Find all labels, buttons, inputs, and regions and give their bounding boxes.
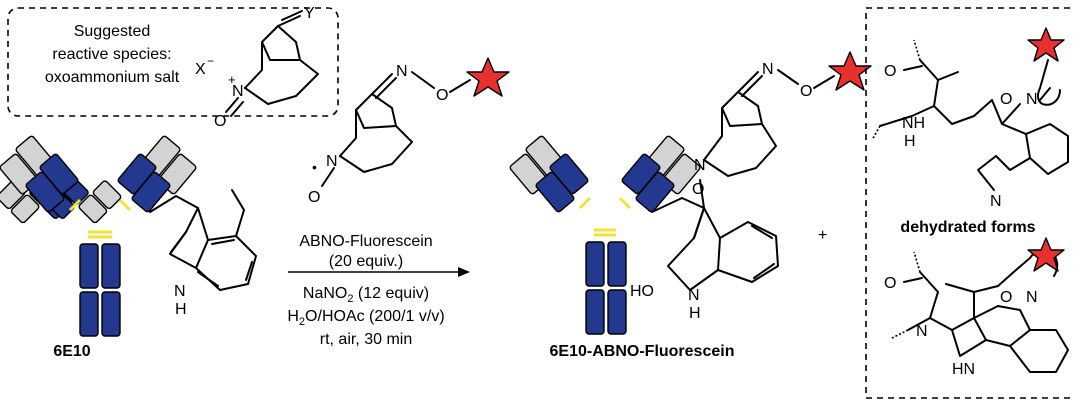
conditions-line3: NaNO2 (12 equiv) bbox=[303, 285, 429, 305]
reactive-species-box-border bbox=[7, 7, 339, 117]
product-oxime-n: N bbox=[762, 61, 774, 78]
product-ho: HO bbox=[630, 283, 654, 300]
top-form-link-n: N bbox=[1026, 91, 1038, 108]
reactive-species-box: Suggested reactive species: oxoammonium … bbox=[7, 5, 339, 130]
product-indoline-n: N bbox=[688, 287, 700, 304]
oxoammonium-n: N bbox=[232, 83, 244, 100]
reactive-species-line3: oxoammonium salt bbox=[45, 69, 180, 86]
product-fluorophore-star bbox=[828, 51, 872, 91]
reagent-fluorophore-star bbox=[466, 57, 510, 97]
bottom-form-ring-n: N bbox=[916, 323, 928, 340]
cation-charge: + bbox=[228, 72, 236, 87]
antibody-6e10-arms bbox=[0, 135, 197, 213]
dehydrated-forms-box-border bbox=[865, 7, 1070, 399]
conditions-line1: ABNO-Fluorescein bbox=[299, 233, 432, 250]
reagent-radical-dot: • bbox=[312, 159, 317, 175]
abno-reagent bbox=[321, 71, 471, 187]
reaction-arrow-head bbox=[458, 267, 470, 277]
dehydrated-forms-box: O NH H O N N dehydrated forms O N O N HN bbox=[865, 7, 1070, 399]
top-form-indolenine-n: N bbox=[990, 193, 1002, 210]
reactive-species-line2: reactive species: bbox=[52, 46, 171, 63]
bottom-form-hn: HN bbox=[952, 361, 975, 378]
dehydrated-forms-label: dehydrated forms bbox=[900, 219, 1035, 236]
oxoammonium-o: O bbox=[214, 113, 226, 130]
anion-x: X bbox=[195, 61, 206, 78]
reagent-ring-o: O bbox=[308, 189, 320, 206]
indole-h: H bbox=[175, 301, 187, 318]
product-antibody bbox=[509, 135, 701, 335]
top-form-star bbox=[1027, 27, 1065, 62]
reactive-species-line1: Suggested bbox=[74, 23, 151, 40]
bottom-form-carbonyl-o: O bbox=[884, 275, 896, 292]
top-form-carbonyl-o: O bbox=[884, 63, 896, 80]
product-indoline-h: H bbox=[689, 305, 701, 322]
reagent-ring-n: N bbox=[326, 153, 338, 170]
indole-n: N bbox=[174, 283, 186, 300]
product-abno-indoline bbox=[651, 69, 835, 291]
conditions-line2: (20 equiv.) bbox=[329, 253, 403, 270]
antibody-6e10 bbox=[0, 176, 132, 337]
top-form-h: H bbox=[904, 133, 916, 150]
bottom-form-link-o: O bbox=[1000, 289, 1012, 306]
starting-material-label: 6E10 bbox=[53, 343, 90, 360]
top-form-link-o: O bbox=[1000, 91, 1012, 108]
plus-sign: + bbox=[818, 227, 827, 244]
oxoammonium-y: Y bbox=[304, 5, 315, 22]
bottom-form-star bbox=[1027, 237, 1065, 272]
product-oxime-o: O bbox=[800, 83, 812, 100]
product-link-o: O bbox=[692, 181, 704, 198]
conditions-line4: H2O/HOAc (200/1 v/v) bbox=[287, 308, 444, 328]
top-form-nh: NH bbox=[902, 115, 925, 132]
product-ring-n: N bbox=[694, 157, 706, 174]
product-label: 6E10-ABNO-Fluorescein bbox=[550, 343, 735, 360]
anion-charge: − bbox=[207, 54, 214, 68]
bottom-form-link-n: N bbox=[1026, 289, 1038, 306]
oxoammonium-skeleton bbox=[225, 10, 319, 117]
reagent-oxime-n: N bbox=[396, 63, 408, 80]
tryptophan-indole bbox=[149, 189, 257, 291]
conditions-line5: rt, air, 30 min bbox=[320, 331, 412, 348]
reagent-oxime-o: O bbox=[436, 87, 448, 104]
